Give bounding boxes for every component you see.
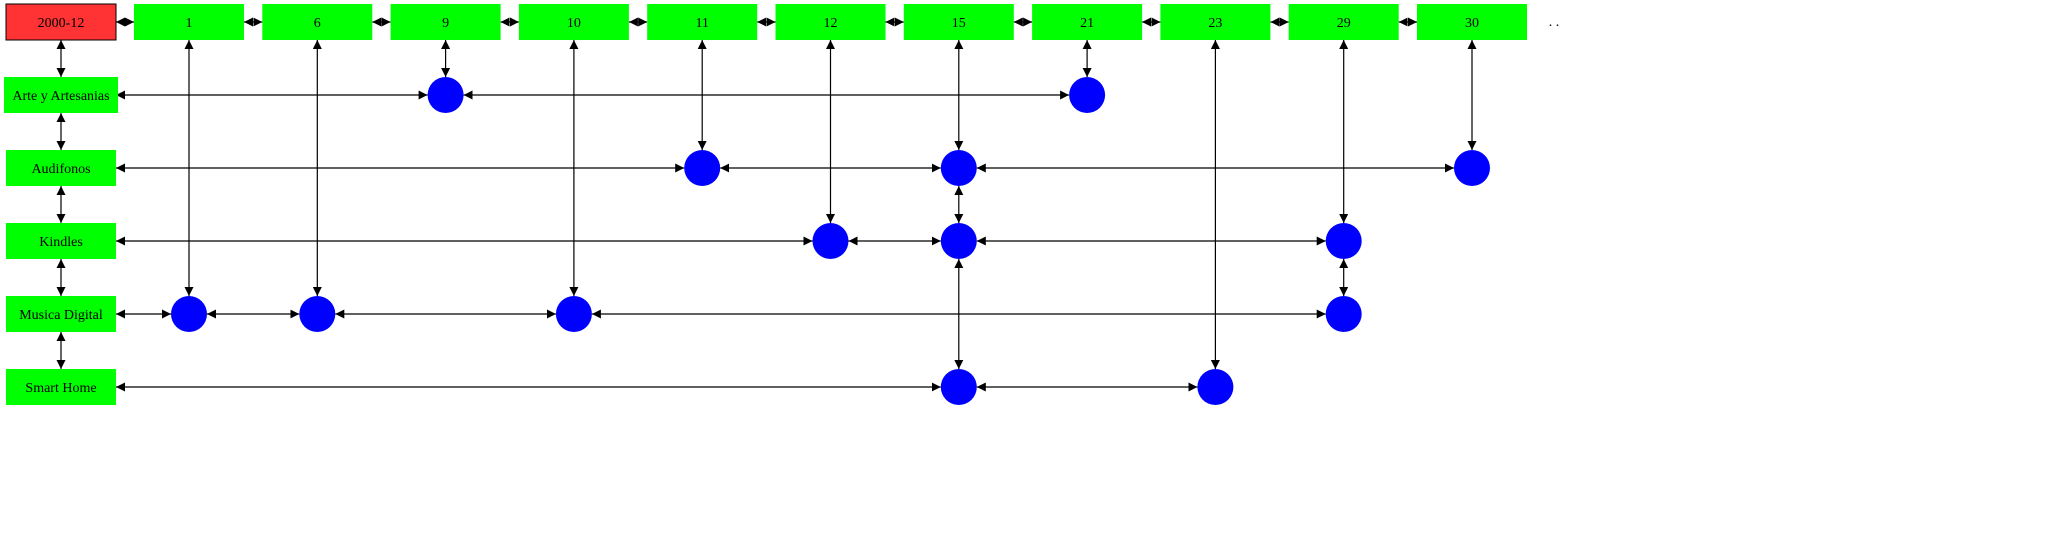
day-box-1: 1 — [134, 4, 244, 40]
day-box-29: 29 — [1288, 4, 1399, 40]
day-box-23-label: 23 — [1208, 16, 1222, 31]
day-box-23-rect — [1160, 4, 1271, 40]
category-box-5-label: Smart Home — [25, 381, 96, 396]
day-box-21-rect — [1032, 4, 1143, 40]
day-box-9-label: 9 — [442, 16, 449, 31]
day-box-23: 23 — [1160, 4, 1271, 40]
root-box: 2000-12 — [5, 3, 117, 41]
day-box-12: 12 — [775, 4, 886, 40]
edges-layer — [56, 17, 1477, 392]
day-box-30-label: 30 — [1465, 16, 1479, 31]
day-box-9-rect — [390, 4, 501, 40]
ellipsis-text: . . — [1549, 15, 1560, 30]
node-row-2-day-11 — [684, 150, 721, 186]
node-row-1-day-9 — [427, 77, 464, 113]
node-row-5-day-15 — [940, 369, 977, 405]
day-box-11-label: 11 — [695, 16, 708, 31]
day-box-11: 11 — [647, 4, 758, 40]
node-row-3-day-15 — [940, 223, 977, 259]
nodes-layer — [171, 77, 1490, 405]
day-box-30: 30 — [1417, 4, 1527, 40]
category-box-2-label: Audifonos — [31, 162, 90, 177]
day-box-6-label: 6 — [314, 16, 321, 31]
node-row-3-day-12 — [812, 223, 849, 259]
category-box-4-label: Musica Digital — [19, 308, 103, 323]
category-box-4: Musica Digital — [6, 296, 116, 332]
node-row-4-day-6 — [299, 296, 336, 332]
category-box-2: Audifonos — [6, 150, 116, 186]
category-box-3: Kindles — [6, 223, 116, 259]
day-box-1-label: 1 — [186, 16, 193, 31]
day-box-21: 21 — [1032, 4, 1143, 40]
root-box-rect — [5, 3, 117, 41]
day-box-9: 9 — [390, 4, 501, 40]
node-row-5-day-23 — [1197, 369, 1234, 405]
category-box-5: Smart Home — [6, 369, 116, 405]
day-box-12-label: 12 — [824, 16, 838, 31]
day-box-15: 15 — [903, 4, 1014, 40]
node-row-1-day-21 — [1069, 77, 1106, 113]
day-box-15-label: 15 — [952, 16, 966, 31]
day-box-6: 6 — [262, 4, 373, 40]
day-box-12-rect — [775, 4, 886, 40]
day-box-30-rect — [1417, 4, 1527, 40]
day-box-10: 10 — [518, 4, 629, 40]
category-box-3-rect — [6, 223, 116, 259]
day-box-1-rect — [134, 4, 244, 40]
category-box-1: Arte y Artesanias — [4, 77, 118, 113]
node-row-3-day-29 — [1325, 223, 1362, 259]
category-box-1-rect — [4, 77, 118, 113]
root-box-label: 2000-12 — [38, 16, 85, 31]
day-box-21-label: 21 — [1080, 16, 1094, 31]
node-row-4-day-1 — [171, 296, 207, 332]
day-box-10-rect — [518, 4, 629, 40]
node-row-4-day-29 — [1325, 296, 1362, 332]
category-box-2-rect — [6, 150, 116, 186]
day-box-29-label: 29 — [1337, 16, 1351, 31]
category-box-5-rect — [6, 369, 116, 405]
node-row-2-day-15 — [940, 150, 977, 186]
day-box-10-label: 10 — [567, 16, 581, 31]
day-box-29-rect — [1288, 4, 1399, 40]
category-box-3-label: Kindles — [39, 235, 83, 250]
category-box-4-rect — [6, 296, 116, 332]
node-row-2-day-30 — [1454, 150, 1490, 186]
node-row-4-day-10 — [555, 296, 592, 332]
day-box-11-rect — [647, 4, 758, 40]
day-box-15-rect — [903, 4, 1014, 40]
day-box-6-rect — [262, 4, 373, 40]
category-box-1-label: Arte y Artesanias — [12, 89, 109, 104]
